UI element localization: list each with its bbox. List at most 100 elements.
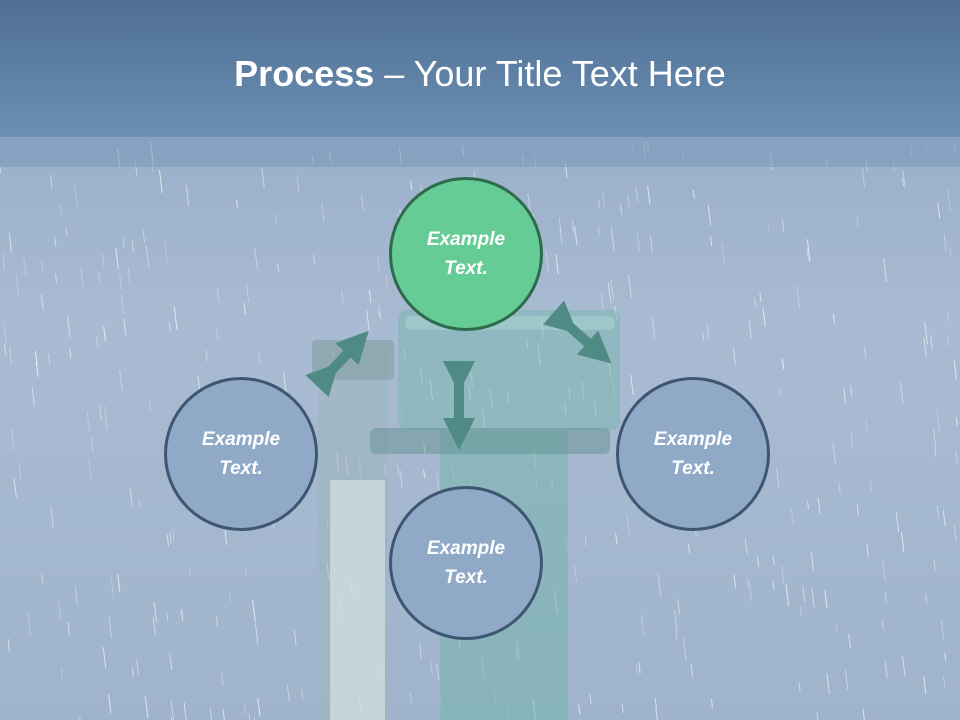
rain-streak	[261, 167, 265, 189]
rain-streak	[621, 703, 624, 713]
arrow-top-right	[542, 300, 612, 364]
rain-streak	[274, 214, 277, 225]
rain-streak	[850, 429, 854, 448]
rain-streak	[102, 647, 107, 669]
rain-streak	[123, 318, 127, 337]
rain-streak	[861, 168, 866, 188]
title-separator: –	[374, 53, 414, 94]
rain-streak	[947, 337, 950, 346]
rain-streak	[8, 346, 13, 364]
rain-streak	[832, 442, 836, 464]
process-node-left: Example Text.	[164, 377, 318, 531]
rain-streak	[953, 360, 957, 380]
rain-streak	[654, 697, 657, 709]
rain-streak	[785, 583, 790, 607]
rain-streak	[925, 593, 928, 604]
rain-streak	[597, 199, 601, 210]
rain-streak	[746, 576, 749, 590]
rain-streak	[13, 478, 17, 498]
rain-streak	[252, 599, 256, 622]
node-label: Example Text.	[406, 225, 526, 283]
rain-streak	[626, 514, 631, 537]
rain-streak	[145, 245, 150, 268]
rain-streak	[2, 253, 6, 270]
rain-streak	[183, 702, 187, 720]
rain-streak	[115, 248, 119, 270]
rain-streak	[798, 681, 801, 693]
rain-streak	[296, 174, 300, 195]
rain-streak	[772, 555, 775, 566]
rain-streak	[245, 281, 250, 302]
rain-streak	[49, 174, 53, 189]
rain-streak	[826, 673, 830, 695]
rain-streak	[753, 297, 756, 307]
node-label-line1: Example	[653, 429, 733, 450]
process-node-top: Example Text.	[389, 177, 543, 331]
rain-streak	[932, 427, 937, 449]
rain-streak	[776, 467, 780, 490]
rain-streak	[293, 630, 297, 646]
rain-streak	[88, 458, 92, 482]
rain-streak	[423, 443, 426, 454]
rain-streak	[640, 615, 645, 636]
title-bar	[0, 0, 960, 137]
node-label-line2: Text.	[444, 258, 488, 279]
rain-streak	[54, 236, 57, 247]
rain-streak	[848, 634, 851, 649]
rain-streak	[436, 663, 440, 681]
rain-streak	[166, 534, 169, 547]
rain-streak	[90, 437, 94, 453]
rain-streak	[937, 202, 941, 219]
rain-streak	[635, 185, 639, 202]
rain-streak	[172, 529, 175, 542]
title-rest: Your Title Text Here	[413, 53, 726, 94]
rain-streak	[220, 670, 224, 687]
rain-streak	[869, 480, 872, 491]
rain-streak	[706, 324, 710, 338]
rain-streak	[811, 588, 815, 608]
rain-streak	[883, 258, 887, 282]
rain-streak	[748, 320, 752, 339]
rain-streak	[7, 638, 10, 652]
rain-streak	[108, 693, 112, 713]
rain-streak	[559, 228, 563, 245]
rain-streak	[360, 194, 364, 211]
rain-streak	[429, 658, 433, 674]
rain-streak	[635, 664, 638, 676]
rain-streak	[119, 274, 122, 290]
rain-streak	[657, 573, 662, 597]
rain-streak	[806, 246, 810, 261]
rain-streak	[98, 272, 101, 283]
rain-streak	[103, 326, 106, 342]
rain-streak	[65, 226, 68, 237]
rain-streak	[253, 716, 256, 720]
rain-streak	[180, 609, 184, 622]
rain-streak	[168, 322, 171, 331]
rain-streak	[131, 240, 134, 253]
rain-streak	[574, 225, 578, 245]
node-label-line2: Text.	[671, 458, 715, 479]
rain-streak	[953, 525, 957, 542]
rain-streak	[817, 497, 821, 514]
rain-streak	[34, 351, 38, 365]
rain-streak	[732, 346, 736, 366]
rain-streak	[277, 263, 280, 272]
rain-streak	[0, 163, 2, 173]
rain-streak	[824, 590, 828, 608]
rain-streak	[649, 234, 653, 252]
rain-streak	[882, 560, 886, 582]
rain-streak	[944, 652, 947, 661]
rain-streak	[578, 704, 581, 715]
rain-streak	[781, 358, 785, 370]
rain-streak	[321, 202, 325, 222]
rain-streak	[216, 287, 220, 302]
rain-streak	[185, 184, 190, 207]
rain-streak	[900, 382, 904, 404]
rain-streak	[802, 585, 806, 603]
rain-streak	[188, 565, 191, 577]
rain-streak	[27, 612, 32, 637]
rain-streak	[806, 239, 811, 263]
rain-streak	[122, 237, 125, 248]
